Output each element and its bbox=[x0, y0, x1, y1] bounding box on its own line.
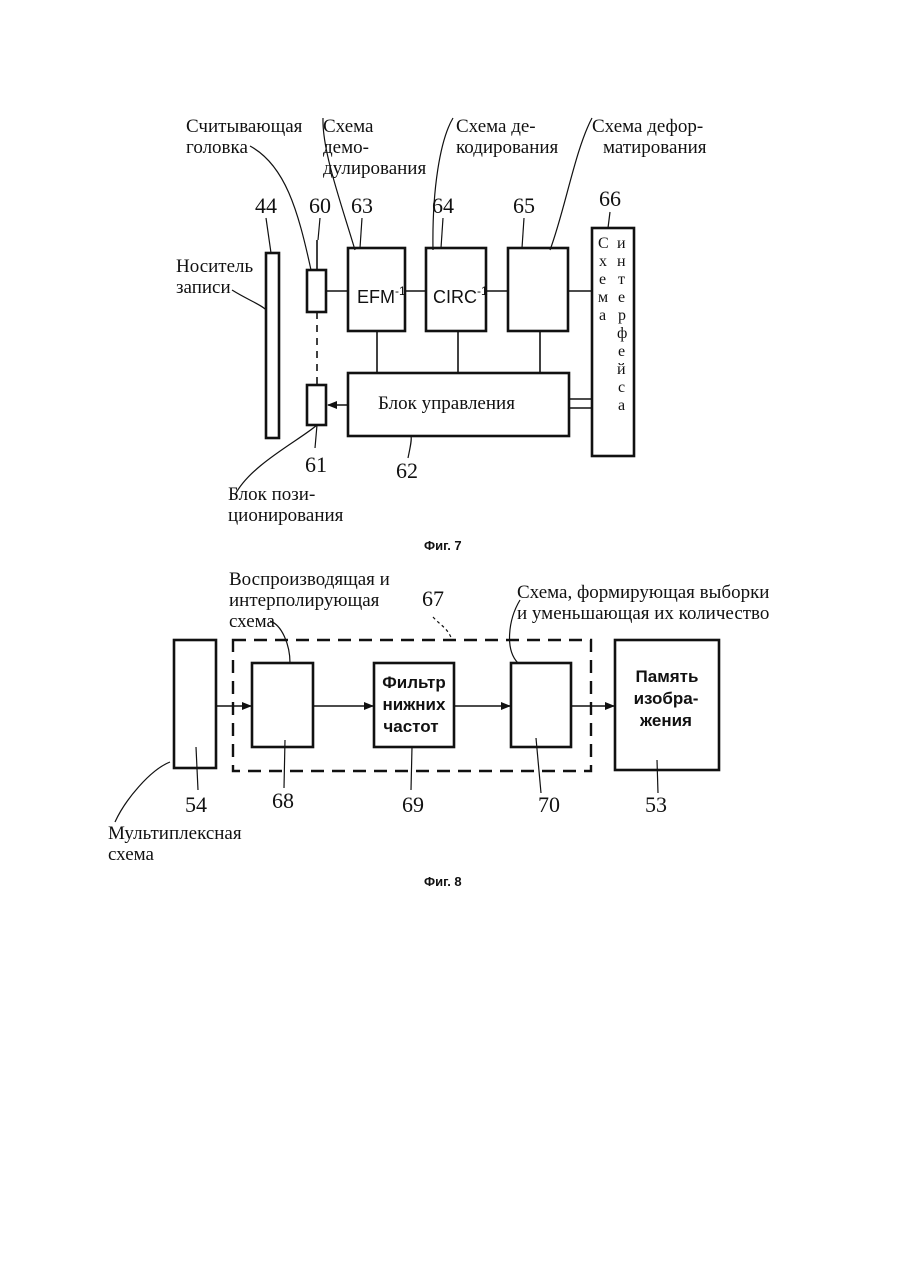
iface-c2-4: р bbox=[618, 307, 626, 324]
leader-66 bbox=[608, 212, 610, 228]
figure-7: EFM-1 CIRC-1 С х е м а и н т е р ф е й с… bbox=[176, 116, 707, 553]
leader-44 bbox=[266, 218, 271, 253]
recording-medium bbox=[266, 253, 279, 438]
leader-53 bbox=[657, 760, 658, 793]
figure-7-caption: Фиг. 7 bbox=[424, 538, 462, 553]
iface-c2-2: т bbox=[618, 271, 625, 288]
label-read-head-line1: Считывающая bbox=[186, 116, 303, 137]
ref-63: 63 bbox=[351, 193, 373, 218]
interface-vertical-text: С х е м а и н т е р ф е й с а bbox=[598, 235, 627, 414]
iface-c1-1: х bbox=[599, 253, 607, 270]
ref-44: 44 bbox=[255, 193, 277, 218]
iface-c1-0: С bbox=[598, 235, 609, 252]
label-sampler-line2: и уменьшающая их количество bbox=[517, 603, 769, 624]
deformat-block bbox=[508, 248, 568, 331]
label-mux-line1: Мультиплексная bbox=[108, 823, 242, 844]
iface-c2-7: й bbox=[617, 361, 626, 378]
label-deformat-line1: Схема дефор- bbox=[592, 116, 703, 137]
control-block-label: Блок управления bbox=[378, 393, 515, 414]
leader-60 bbox=[318, 218, 320, 240]
leader-65 bbox=[522, 218, 524, 248]
iface-c2-9: а bbox=[618, 397, 625, 414]
label-repro-line2: интерполирующая bbox=[229, 590, 380, 611]
memory-label-line2: изобра- bbox=[634, 689, 699, 708]
label-demod-line2: демо- bbox=[323, 137, 369, 158]
ref-65: 65 bbox=[513, 193, 535, 218]
iface-c2-8: с bbox=[618, 379, 625, 396]
label-medium-line2: записи bbox=[176, 277, 231, 298]
iface-c1-2: е bbox=[599, 271, 606, 288]
leader-67 bbox=[433, 617, 452, 640]
figure-8: Фильтр нижних частот Память изобра- жени… bbox=[108, 569, 769, 889]
iface-c2-0: и bbox=[617, 235, 626, 252]
leader-63 bbox=[360, 218, 362, 248]
circ-block-label: CIRC-1 bbox=[433, 284, 488, 307]
interpolation-block bbox=[252, 663, 313, 747]
label-deformat-line2: матирования bbox=[603, 137, 707, 158]
label-sampler-line1: Схема, формирующая выборки bbox=[517, 582, 769, 603]
leader-69 bbox=[411, 747, 412, 790]
ref-60: 60 bbox=[309, 193, 331, 218]
positioning-block bbox=[307, 385, 326, 425]
ref-62: 62 bbox=[396, 458, 418, 483]
leader-decod bbox=[433, 118, 453, 250]
leader-62 bbox=[408, 436, 411, 458]
efm-block-label: EFM-1 bbox=[357, 284, 406, 307]
iface-c2-1: н bbox=[617, 253, 626, 270]
label-positioning-line1: Блок пози- bbox=[228, 484, 315, 505]
iface-c2-6: е bbox=[618, 343, 625, 360]
leader-medium bbox=[232, 290, 266, 310]
iface-c2-3: е bbox=[618, 289, 625, 306]
label-repro-line3: схема bbox=[229, 611, 276, 632]
label-mux-line2: схема bbox=[108, 844, 155, 865]
memory-label-line1: Память bbox=[636, 667, 699, 686]
ref-67: 67 bbox=[422, 586, 444, 611]
label-decod-line1: Схема де- bbox=[456, 116, 536, 137]
ref-53: 53 bbox=[645, 792, 667, 817]
read-head bbox=[307, 270, 326, 312]
label-decod-line2: кодирования bbox=[456, 137, 559, 158]
leader-61 bbox=[315, 425, 317, 448]
label-repro-line1: Воспроизводящая и bbox=[229, 569, 390, 590]
iface-c1-4: а bbox=[599, 307, 606, 324]
ref-54: 54 bbox=[185, 792, 207, 817]
label-demod-line3: дулирования bbox=[323, 158, 426, 179]
iface-c2-5: ф bbox=[617, 325, 627, 342]
figure-8-caption: Фиг. 8 bbox=[424, 874, 462, 889]
ref-68: 68 bbox=[272, 788, 294, 813]
ref-64: 64 bbox=[432, 193, 454, 218]
lpf-label-line2: нижних bbox=[383, 695, 446, 714]
leader-mux bbox=[115, 762, 170, 822]
ref-66: 66 bbox=[599, 186, 621, 211]
lpf-label-line1: Фильтр bbox=[382, 673, 445, 692]
ref-61: 61 bbox=[305, 452, 327, 477]
memory-label-line3: жения bbox=[639, 711, 692, 730]
label-demod-line1: Схема bbox=[323, 116, 374, 137]
leader-64 bbox=[441, 218, 443, 248]
label-positioning-line2: ционирования bbox=[228, 505, 344, 526]
multiplex-block bbox=[174, 640, 216, 768]
label-medium-line1: Носитель bbox=[176, 256, 254, 277]
sampling-block bbox=[511, 663, 571, 747]
lpf-label-line3: частот bbox=[383, 717, 438, 736]
label-read-head-line2: головка bbox=[186, 137, 248, 158]
iface-c1-3: м bbox=[598, 289, 608, 306]
ref-70: 70 bbox=[538, 792, 560, 817]
ref-69: 69 bbox=[402, 792, 424, 817]
